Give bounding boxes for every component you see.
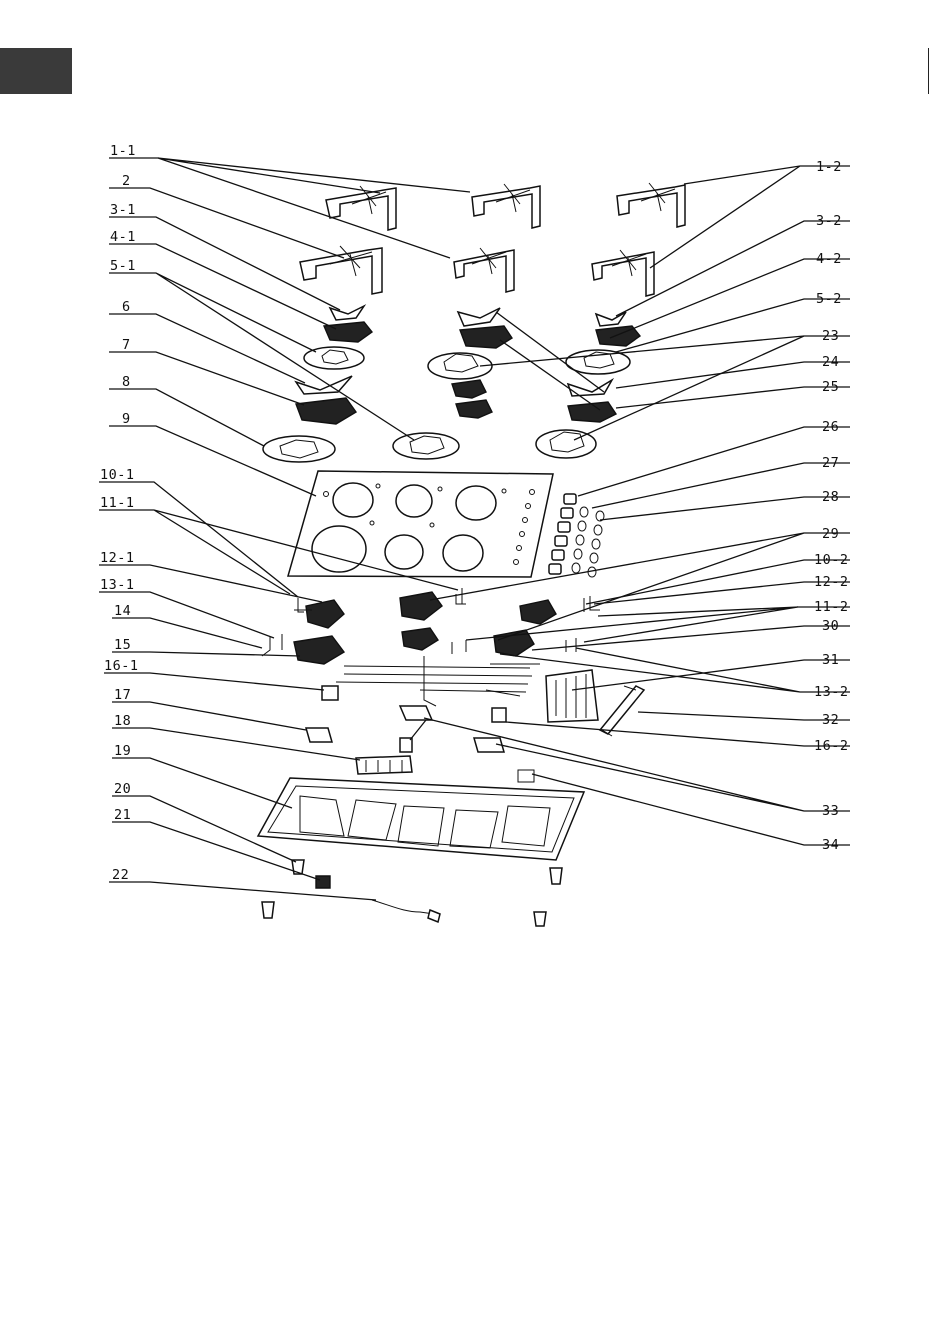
bottom-tray <box>258 770 584 860</box>
label-21: 21 <box>114 807 131 823</box>
label-8: 8 <box>122 374 131 390</box>
feet-and-plug <box>262 860 562 926</box>
pan-support-4 <box>300 246 382 294</box>
label-1-1: 1-1 <box>110 143 136 159</box>
label-11-2: 11-2 <box>814 599 849 615</box>
label-4-1: 4-1 <box>110 229 136 245</box>
gas-pipes <box>336 656 540 706</box>
label-4-2: 4-2 <box>816 251 842 267</box>
label-32: 32 <box>822 712 839 728</box>
gas-valve-manifold <box>546 670 598 722</box>
pan-support-5 <box>454 248 514 292</box>
label-29: 29 <box>822 526 839 542</box>
label-11-1: 11-1 <box>100 495 135 511</box>
label-10-1: 10-1 <box>100 467 135 483</box>
pan-support-6 <box>592 250 654 296</box>
label-17: 17 <box>114 687 131 703</box>
pan-support-1 <box>326 186 396 230</box>
pan-supports <box>300 183 685 296</box>
label-22: 22 <box>112 867 129 883</box>
pan-support-2 <box>472 184 540 228</box>
label-18: 18 <box>114 713 131 729</box>
label-26: 26 <box>822 419 839 435</box>
brackets <box>306 686 506 752</box>
ignition-module <box>356 756 412 774</box>
gas-burner-bases <box>294 592 556 664</box>
label-14: 14 <box>114 603 131 619</box>
label-23: 23 <box>822 328 839 344</box>
label-33: 33 <box>822 803 839 819</box>
control-knobs <box>549 494 604 577</box>
label-10-2: 10-2 <box>814 552 849 568</box>
label-3-2: 3-2 <box>816 213 842 229</box>
label-9: 9 <box>122 411 131 427</box>
label-19: 19 <box>114 743 131 759</box>
label-12-2: 12-2 <box>814 574 849 590</box>
label-12-1: 12-1 <box>100 550 135 566</box>
label-16-1: 16-1 <box>104 658 139 674</box>
hob-top-panel <box>288 471 553 577</box>
label-6: 6 <box>122 299 131 315</box>
label-31: 31 <box>822 652 839 668</box>
label-2: 2 <box>122 173 131 189</box>
label-27: 27 <box>822 455 839 471</box>
label-13-1: 13-1 <box>100 577 135 593</box>
label-7: 7 <box>122 337 131 353</box>
pan-support-3 <box>617 183 685 227</box>
label-5-1: 5-1 <box>110 258 136 274</box>
label-13-2: 13-2 <box>814 684 849 700</box>
label-28: 28 <box>822 489 839 505</box>
label-3-1: 3-1 <box>110 202 136 218</box>
label-34: 34 <box>822 837 839 853</box>
label-30: 30 <box>822 618 839 634</box>
gas-rail <box>600 686 644 736</box>
label-24: 24 <box>822 354 839 370</box>
label-1-2: 1-2 <box>816 159 842 175</box>
label-15: 15 <box>114 637 131 653</box>
label-5-2: 5-2 <box>816 291 842 307</box>
label-16-2: 16-2 <box>814 738 849 754</box>
label-25: 25 <box>822 379 839 395</box>
label-20: 20 <box>114 781 131 797</box>
